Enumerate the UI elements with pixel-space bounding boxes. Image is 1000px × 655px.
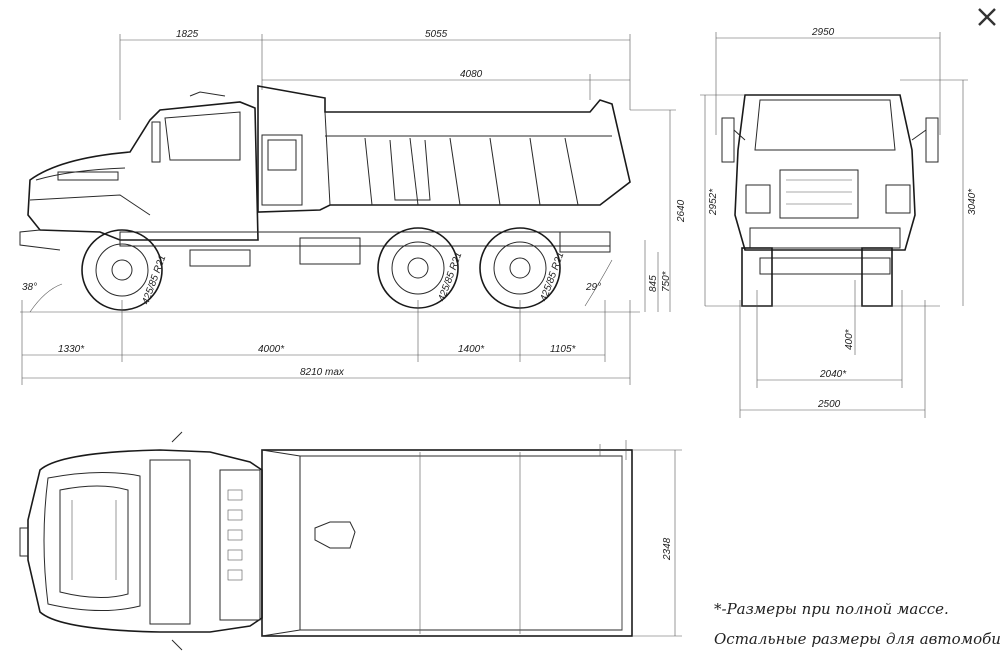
- dim-departure-angle: 29°: [585, 282, 601, 293]
- dim-body-width: 2348: [662, 537, 673, 561]
- dim-height-cab: 2952*: [708, 188, 719, 216]
- dim-wheelbase-1: 4000*: [258, 344, 285, 355]
- dim-length-top: 5055: [425, 29, 448, 40]
- note-line-1: *-Размеры при полной массе.: [714, 600, 949, 618]
- dim-front-overhang-top: 1825: [176, 29, 199, 40]
- dim-wheelbase-2: 1400*: [458, 344, 485, 355]
- dim-body-length: 4080: [460, 69, 483, 80]
- dim-mirror-width: 2950: [811, 27, 835, 38]
- side-view: 1825 5055 4080: [19, 29, 687, 385]
- dim-approach-angle: 38°: [22, 282, 37, 293]
- dim-rear-overhang: 1105*: [550, 344, 577, 355]
- dim-track: 2040*: [819, 369, 847, 380]
- dim-frame-height-2: 750*: [661, 270, 672, 292]
- dim-overall-width: 2500: [817, 399, 841, 410]
- tyre-label-middle: 425/85 R21: [436, 251, 464, 303]
- dim-ground-clearance: 400*: [844, 328, 855, 350]
- tyre-label-rear: 425/85 R21: [538, 251, 566, 303]
- dim-overall-length: 8210 max: [300, 367, 345, 378]
- dim-frame-height: 845: [648, 275, 659, 292]
- dim-overall-height: 3040*: [967, 188, 978, 215]
- note-line-2: Остальные размеры для автомобиля: [714, 630, 1000, 648]
- tyre-label-front: 425/85 R21: [140, 254, 168, 306]
- top-view: 2348: [19, 431, 682, 651]
- front-view: 2950 2952* 3040* 400* 204: [700, 27, 978, 418]
- dim-front-overhang: 1330*: [58, 344, 85, 355]
- dim-height-body: 2640: [676, 199, 687, 223]
- close-icon[interactable]: [974, 4, 1000, 30]
